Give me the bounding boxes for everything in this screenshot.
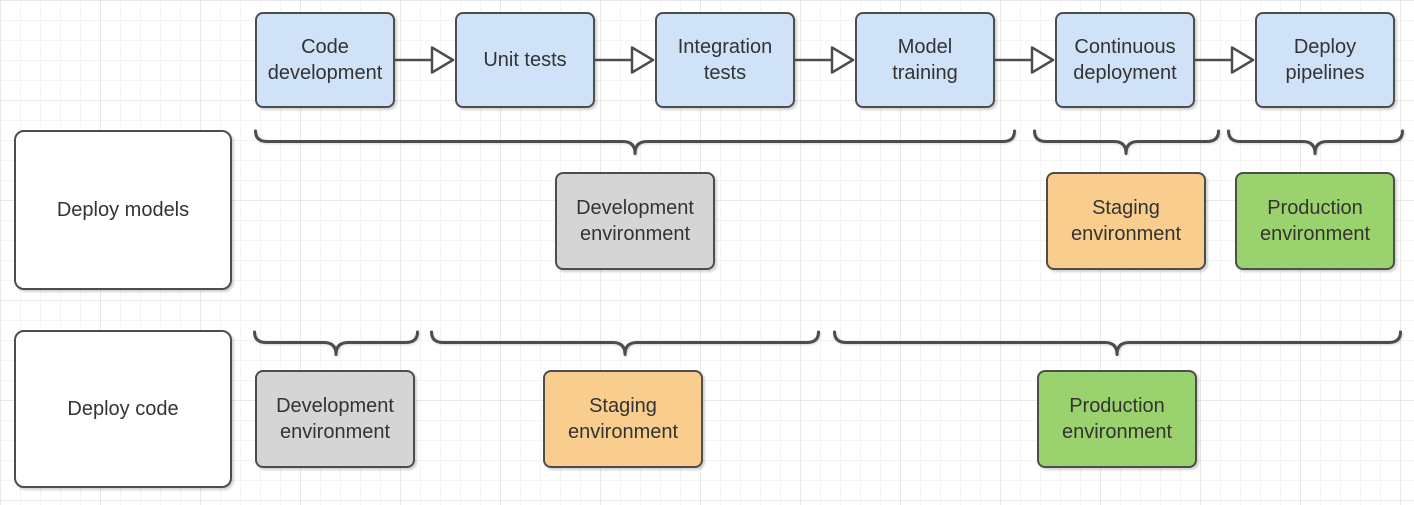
env-label: Development environment bbox=[276, 395, 394, 443]
env-label: Staging environment bbox=[1070, 197, 1182, 245]
brace-code-development[interactable] bbox=[253, 329, 419, 357]
brace-models-staging[interactable] bbox=[1033, 128, 1220, 156]
node-models-production-environment[interactable]: Production environment bbox=[1235, 172, 1395, 270]
node-models-staging-environment[interactable]: Staging environment bbox=[1046, 172, 1206, 270]
env-label: Development environment bbox=[576, 197, 694, 245]
node-model-training[interactable]: Model training bbox=[855, 12, 995, 108]
env-label: Staging environment bbox=[567, 395, 679, 443]
node-continuous-deployment[interactable]: Continuous deployment bbox=[1055, 12, 1195, 108]
node-label: Code development bbox=[267, 36, 383, 84]
node-code-production-environment[interactable]: Production environment bbox=[1037, 370, 1197, 468]
brace-code-production[interactable] bbox=[833, 329, 1402, 357]
brace-code-staging[interactable] bbox=[430, 329, 820, 357]
flow-arrow-icon[interactable] bbox=[995, 44, 1055, 76]
row-label-text: Deploy models bbox=[56, 199, 190, 221]
node-label: Model training bbox=[892, 36, 958, 84]
node-integration-tests[interactable]: Integration tests bbox=[655, 12, 795, 108]
node-label: Deploy pipelines bbox=[1285, 36, 1365, 84]
flow-arrow-icon[interactable] bbox=[1195, 44, 1255, 76]
node-label: Integration tests bbox=[677, 36, 773, 84]
node-label: Unit tests bbox=[483, 49, 567, 71]
node-code-development-environment[interactable]: Development environment bbox=[255, 370, 415, 468]
env-label: Production environment bbox=[1061, 395, 1173, 443]
flow-arrow-icon[interactable] bbox=[795, 44, 855, 76]
flow-arrow-icon[interactable] bbox=[395, 44, 455, 76]
brace-models-development[interactable] bbox=[254, 128, 1016, 156]
node-deploy-code[interactable]: Deploy code bbox=[14, 330, 232, 488]
row-label-text: Deploy code bbox=[67, 398, 179, 420]
node-deploy-models[interactable]: Deploy models bbox=[14, 130, 232, 290]
node-code-staging-environment[interactable]: Staging environment bbox=[543, 370, 703, 468]
brace-models-production[interactable] bbox=[1227, 128, 1404, 156]
node-code-development[interactable]: Code development bbox=[255, 12, 395, 108]
node-unit-tests[interactable]: Unit tests bbox=[455, 12, 595, 108]
node-deploy-pipelines[interactable]: Deploy pipelines bbox=[1255, 12, 1395, 108]
flow-arrow-icon[interactable] bbox=[595, 44, 655, 76]
node-models-development-environment[interactable]: Development environment bbox=[555, 172, 715, 270]
node-label: Continuous deployment bbox=[1073, 36, 1177, 84]
env-label: Production environment bbox=[1259, 197, 1371, 245]
